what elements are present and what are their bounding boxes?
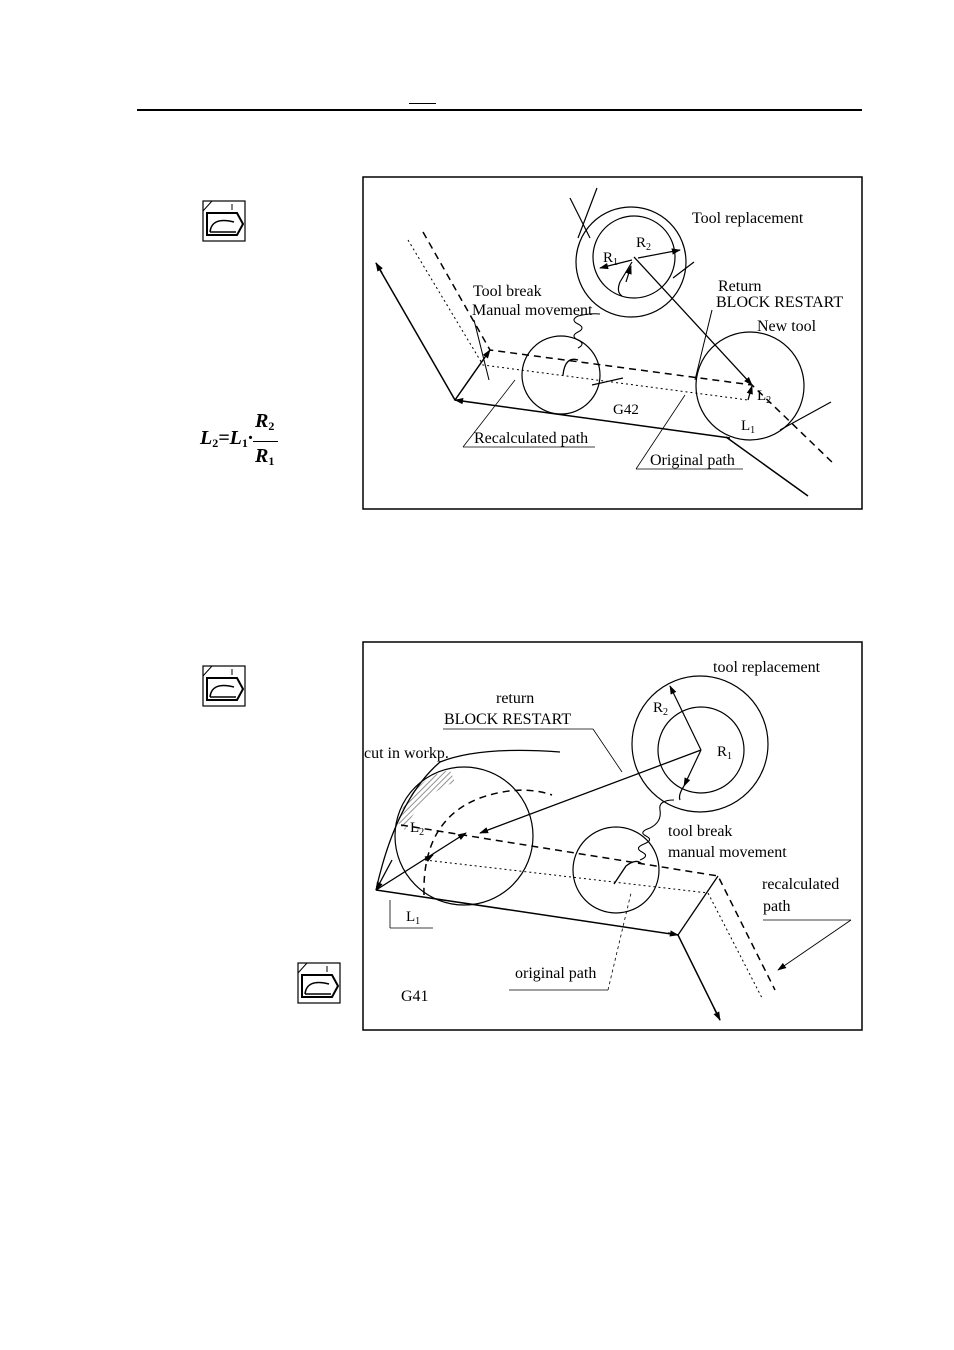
broken-tool-circle [573, 827, 659, 913]
label-g42: G42 [613, 402, 639, 418]
original-path-line [376, 263, 730, 438]
new-tool-circle [395, 767, 533, 905]
label-original-path: original path [515, 965, 596, 982]
header-rule [137, 109, 862, 111]
function-key-icon [202, 200, 246, 242]
function-key-icon [297, 962, 341, 1004]
label-l2: L2 [410, 820, 424, 838]
formula-lhs: L2=L1· [200, 427, 253, 451]
label-g41: G41 [401, 988, 429, 1005]
label-cut-in-workp: cut in workp. [364, 745, 449, 762]
tool-replacement-outer [632, 676, 768, 812]
formula: L2=L1· R2 R1 [200, 410, 300, 480]
label-block-restart: BLOCK RESTART [444, 711, 571, 728]
original-path-lead [726, 437, 808, 496]
label-new-tool: New tool [757, 318, 817, 335]
label-recalculated-path: Recalculated path [474, 430, 588, 447]
label-return: return [496, 690, 534, 707]
return-arrow [480, 750, 701, 833]
label-r1: R1 [717, 744, 732, 762]
label-tool-break: tool break [668, 823, 732, 840]
label-l2: L2 [757, 388, 771, 406]
header-mark [409, 103, 436, 104]
label-l1: L1 [406, 909, 420, 927]
label-r2: R2 [653, 700, 668, 718]
label-manual-movement: Manual movement [472, 302, 593, 319]
fraction-bar [253, 441, 278, 442]
label-tool-replacement: Tool replacement [692, 210, 804, 227]
label-original-path: Original path [650, 452, 735, 469]
label-path: path [763, 898, 791, 915]
formula-denominator: R1 [255, 445, 274, 469]
broken-tool-circle [522, 336, 600, 414]
formula-numerator: R2 [255, 410, 274, 434]
tool-replacement-outer [576, 207, 686, 317]
label-tool-break: Tool break [473, 283, 542, 300]
function-key-icon [202, 665, 246, 707]
diagram-g42: Tool replacement R2 R1 Tool break Manual… [362, 176, 863, 510]
label-tool-replacement: tool replacement [713, 659, 821, 676]
label-l1: L1 [741, 418, 755, 436]
label-block-restart: BLOCK RESTART [716, 294, 843, 311]
return-arrow [634, 257, 752, 385]
label-recalculated: recalculated [762, 876, 839, 893]
diagram-g41: tool replacement return BLOCK RESTART R2… [362, 641, 863, 1032]
label-return: Return [718, 278, 762, 295]
label-r2: R2 [636, 235, 651, 253]
label-r1: R1 [603, 250, 618, 268]
label-manual-movement: manual movement [668, 844, 787, 861]
